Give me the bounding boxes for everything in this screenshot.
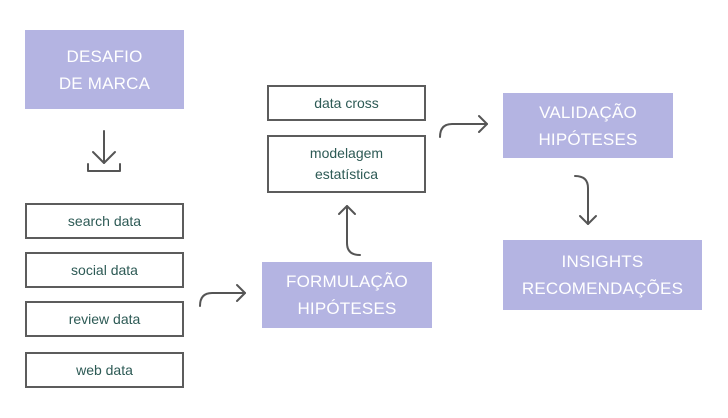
- curved-right-arrow-icon: [439, 115, 488, 138]
- desafio-de-marca-box: DESAFIO DE MARCA: [25, 30, 184, 109]
- curved-up-arrow-icon: [338, 205, 361, 256]
- validacao-hipoteses-box: VALIDAÇÃO HIPÓTESES: [503, 93, 673, 158]
- source-web-data: web data: [25, 352, 184, 388]
- desafio-line1: DESAFIO: [66, 46, 143, 66]
- source-label: search data: [67, 212, 142, 229]
- insights-recomendacoes-box: INSIGHTS RECOMENDAÇÕES: [503, 240, 702, 310]
- data-cross-label: data cross: [314, 94, 379, 111]
- source-search-data: search data: [25, 203, 184, 239]
- source-label: review data: [68, 310, 141, 327]
- source-review-data: review data: [25, 301, 184, 337]
- insights-line1: INSIGHTS: [561, 252, 644, 271]
- source-social-data: social data: [25, 252, 184, 288]
- formulacao-line1: FORMULAÇÃO: [286, 272, 408, 291]
- source-label: web data: [76, 361, 133, 378]
- formulacao-hipoteses-box: FORMULAÇÃO HIPÓTESES: [262, 262, 432, 328]
- insights-line2: RECOMENDAÇÕES: [521, 279, 684, 298]
- formulacao-line2: HIPÓTESES: [297, 299, 397, 318]
- validacao-line1: VALIDAÇÃO: [539, 102, 637, 122]
- desafio-line2: DE MARCA: [58, 73, 151, 93]
- modelagem-line2: estatística: [314, 166, 379, 182]
- down-arrow-icon: [87, 130, 121, 172]
- modelagem-line1: modelagem: [309, 145, 384, 161]
- data-cross-box: data cross: [267, 85, 426, 121]
- validacao-line2: HIPÓTESES: [538, 129, 638, 149]
- modelagem-estatistica-box: modelagem estatística: [267, 135, 426, 193]
- curved-right-arrow-icon: [199, 284, 246, 307]
- curved-down-arrow-icon: [574, 175, 597, 225]
- source-label: social data: [71, 261, 138, 278]
